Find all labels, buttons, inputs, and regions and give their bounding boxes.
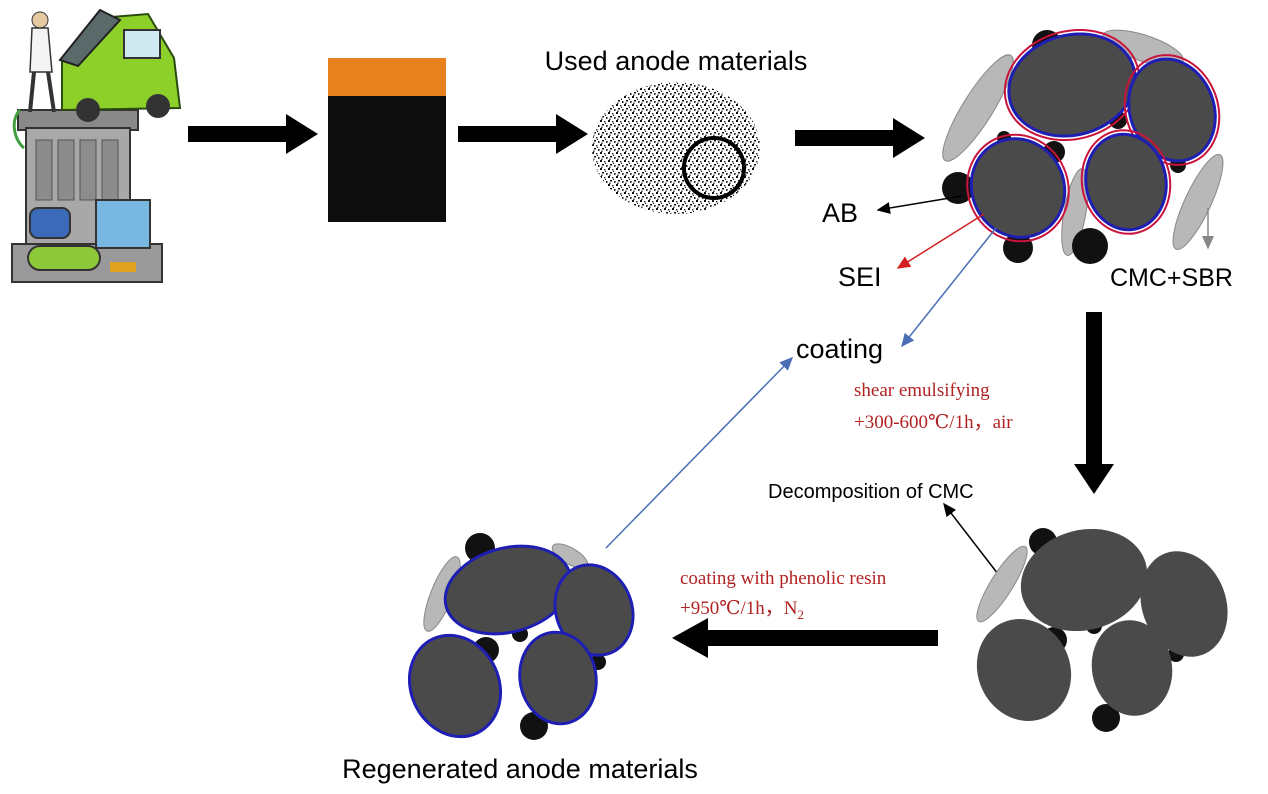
decomposed-particle-cluster — [976, 528, 1228, 732]
used-particle-cluster — [942, 28, 1224, 264]
coating-label: coating — [796, 334, 883, 364]
recycling-bin-with-car-icon — [11, 8, 182, 283]
process-arrow-2 — [458, 114, 588, 154]
step2-condition-line1: coating with phenolic resin — [680, 568, 887, 589]
decomposition-pointer — [943, 502, 999, 575]
step1-condition-line1: shear emulsifying — [854, 380, 990, 401]
decomposition-label: Decomposition of CMC — [768, 481, 974, 503]
step1-condition-line2: +300-600℃/1h，air — [854, 412, 1013, 433]
coating-pointer-top — [901, 227, 997, 348]
regenerated-particle-cluster — [407, 533, 635, 740]
step2-condition-line2: +950℃/1h，N2 — [680, 598, 804, 622]
cmc-sbr-label: CMC+SBR — [1110, 264, 1233, 292]
step2-condition-subscript: 2 — [797, 607, 804, 622]
ab-label: AB — [822, 198, 858, 228]
process-arrow-3 — [795, 118, 925, 158]
regenerated-label: Regenerated anode materials — [342, 754, 698, 784]
used-anode-powder-icon — [592, 82, 760, 214]
coating-pointer-bottom — [605, 356, 794, 549]
used-anode-label: Used anode materials — [545, 46, 808, 76]
sei-label: SEI — [838, 262, 882, 292]
process-arrow-down — [1074, 312, 1114, 494]
process-arrow-1 — [188, 114, 318, 154]
battery-icon — [328, 58, 446, 222]
sei-pointer — [896, 213, 985, 269]
process-arrow-left — [672, 618, 938, 658]
ab-pointer — [876, 195, 963, 214]
step2-condition-text: +950℃/1h，N — [680, 598, 798, 619]
